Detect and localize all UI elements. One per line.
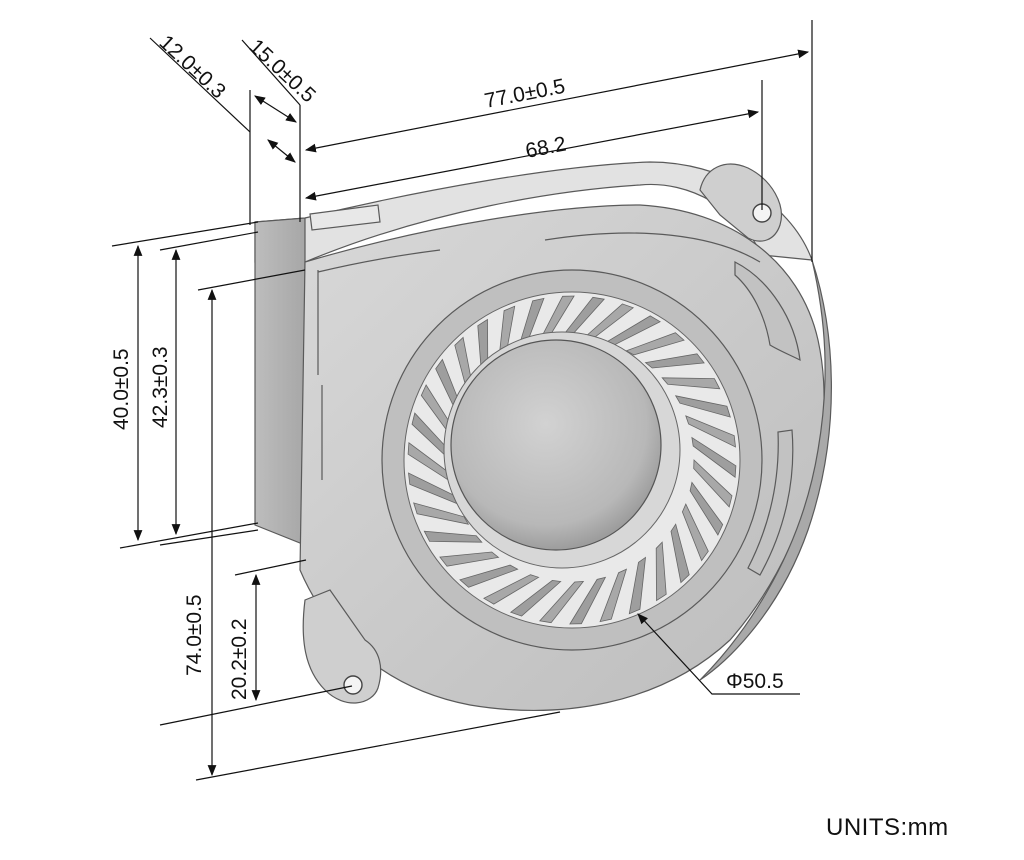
impeller-blade [628,556,646,615]
impeller-blade [674,395,731,418]
impeller-blade [483,574,540,605]
impeller-blade [685,415,736,448]
outlet-side-face [254,217,306,546]
impeller-blade [681,503,709,562]
dimension-lines [111,20,813,781]
motor-hub [450,339,662,551]
dim-label-d7: 74.0±0.5 [183,594,206,676]
units-label: UNITS:mm [826,814,949,841]
impeller-blade [691,436,737,478]
mounting-holes [343,203,772,695]
impeller-blade [509,579,562,617]
impeller-blade [655,541,667,602]
panel-line-top [544,232,761,263]
dimension-arrow-icon [304,109,760,201]
impeller-blade [599,568,628,623]
dim-label-d1: 12.0±0.3 [155,31,230,103]
scroll-rim [699,259,832,681]
dim-label-d6: 42.3±0.3 [149,346,172,428]
mounting-hole-icon [343,675,363,695]
impeller-blade [413,502,470,525]
impeller-blade [569,576,607,625]
impeller-blade [661,377,721,390]
impeller-blade [693,459,733,508]
diameter-leader [637,613,800,695]
dim-label-d9: Φ50.5 [726,670,784,693]
top-tab [309,204,381,231]
impeller-blade [539,581,585,624]
panel-line-left [317,249,441,480]
panel-slot-right-2 [747,429,794,576]
impeller-blade [670,523,690,584]
impeller-blade [644,353,705,369]
impeller-blade [689,481,724,536]
impeller-blade [439,551,500,567]
dim-label-d8: 20.2±0.2 [228,618,251,700]
dimension-arrow-icon [267,139,296,163]
impeller-blade [459,564,519,588]
impeller-blade [625,332,685,356]
impeller-blade [423,530,483,543]
impeller [381,269,763,651]
dim-label-d4: 68.2 [524,133,569,163]
bottom-mounting-ear [302,589,382,704]
panel-slot-right [734,261,801,362]
dim-label-d5: 40.0±0.5 [110,348,133,430]
dimension-arrow-icon [254,95,297,123]
